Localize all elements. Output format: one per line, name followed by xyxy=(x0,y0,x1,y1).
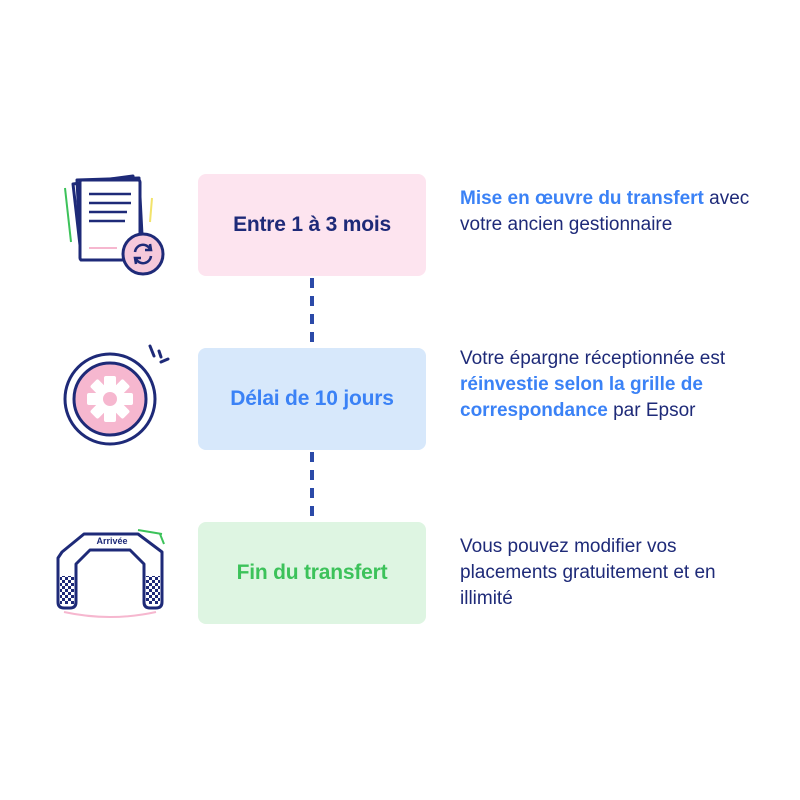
step-description-text: avec votre ancien gestionnaire xyxy=(460,188,750,235)
timeline-connector xyxy=(310,452,314,524)
step-description-highlight: Mise en œuvre du transfert xyxy=(460,188,704,209)
gear-disc-icon xyxy=(55,342,175,452)
step-duration-pill: Fin du transfert xyxy=(198,522,426,624)
step-duration-label: Fin du transfert xyxy=(236,561,388,584)
documents-refresh-icon xyxy=(55,170,175,280)
arch-label: Arrivée xyxy=(96,536,128,546)
step-description: Votre épargne réceptionnée est réinvesti… xyxy=(460,346,760,424)
step-description-highlight: réinvestie selon la grille de correspond… xyxy=(460,374,703,421)
step-description-text: par Epsor xyxy=(607,400,696,421)
step-description-text: Vous pouvez modifier vos placements grat… xyxy=(460,536,716,609)
step-description: Vous pouvez modifier vos placements grat… xyxy=(460,534,740,612)
step-description-text: Votre épargne réceptionnée est xyxy=(460,348,726,369)
timeline-connector xyxy=(310,278,314,350)
step-description: Mise en œuvre du transfert avec votre an… xyxy=(460,186,760,238)
step-duration-label: Délai de 10 jours xyxy=(230,387,394,410)
step-duration-pill: Entre 1 à 3 mois xyxy=(198,174,426,276)
finish-arch-icon: Arrivée xyxy=(50,520,170,630)
step-duration-pill: Délai de 10 jours xyxy=(198,348,426,450)
step-duration-label: Entre 1 à 3 mois xyxy=(233,213,391,236)
